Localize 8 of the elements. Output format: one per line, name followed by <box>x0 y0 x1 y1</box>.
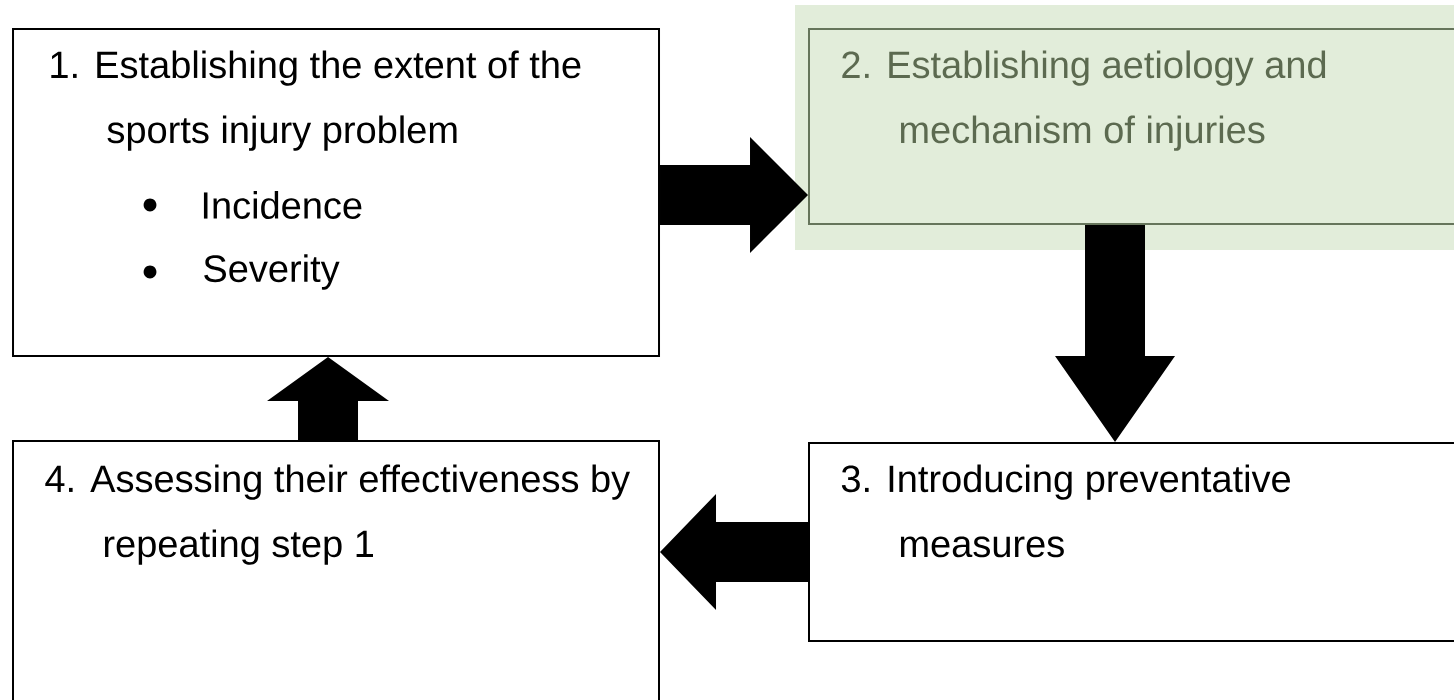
block-arrow <box>267 357 389 440</box>
block-arrow <box>660 494 808 610</box>
block-arrow <box>660 137 808 253</box>
process-box: 1. Establishing the extent of the sports injury problem Incidence Severity <box>12 28 660 357</box>
process-box: 2. Establishing aetiology and mechanism of injuries <box>808 28 1454 225</box>
process-box: 3. Introducing preventative measures <box>808 442 1454 642</box>
block-arrow <box>1055 225 1175 442</box>
process-box: 4. Assessing their effectiveness by repeating step 1 <box>12 440 660 700</box>
